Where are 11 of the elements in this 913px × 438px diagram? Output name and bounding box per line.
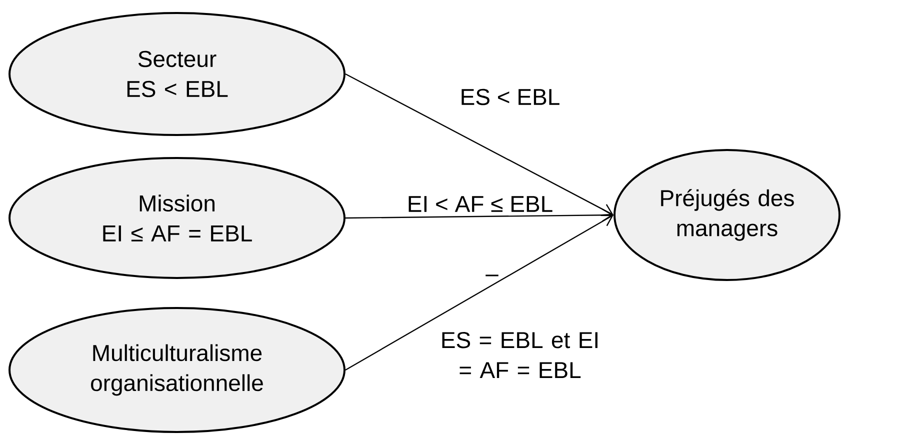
arrow xyxy=(346,208,614,222)
ellipse-node: Préjugés des managers xyxy=(614,149,840,281)
ellipse-node: Multiculturalisme organisationnelle xyxy=(8,307,346,433)
edge-label: – xyxy=(486,274,498,276)
note-text: ES = EBL et EI = AF = EBL xyxy=(442,332,598,378)
ellipse-node: Secteur ES < EBL xyxy=(8,12,346,136)
edge-label: ES < EBL xyxy=(462,88,560,106)
arrow xyxy=(345,214,614,370)
ellipse-node: Mission EI ≤ AF = EBL xyxy=(8,157,346,279)
edge-label: EI < AF ≤ EBL xyxy=(408,196,552,212)
arrow xyxy=(345,73,614,216)
